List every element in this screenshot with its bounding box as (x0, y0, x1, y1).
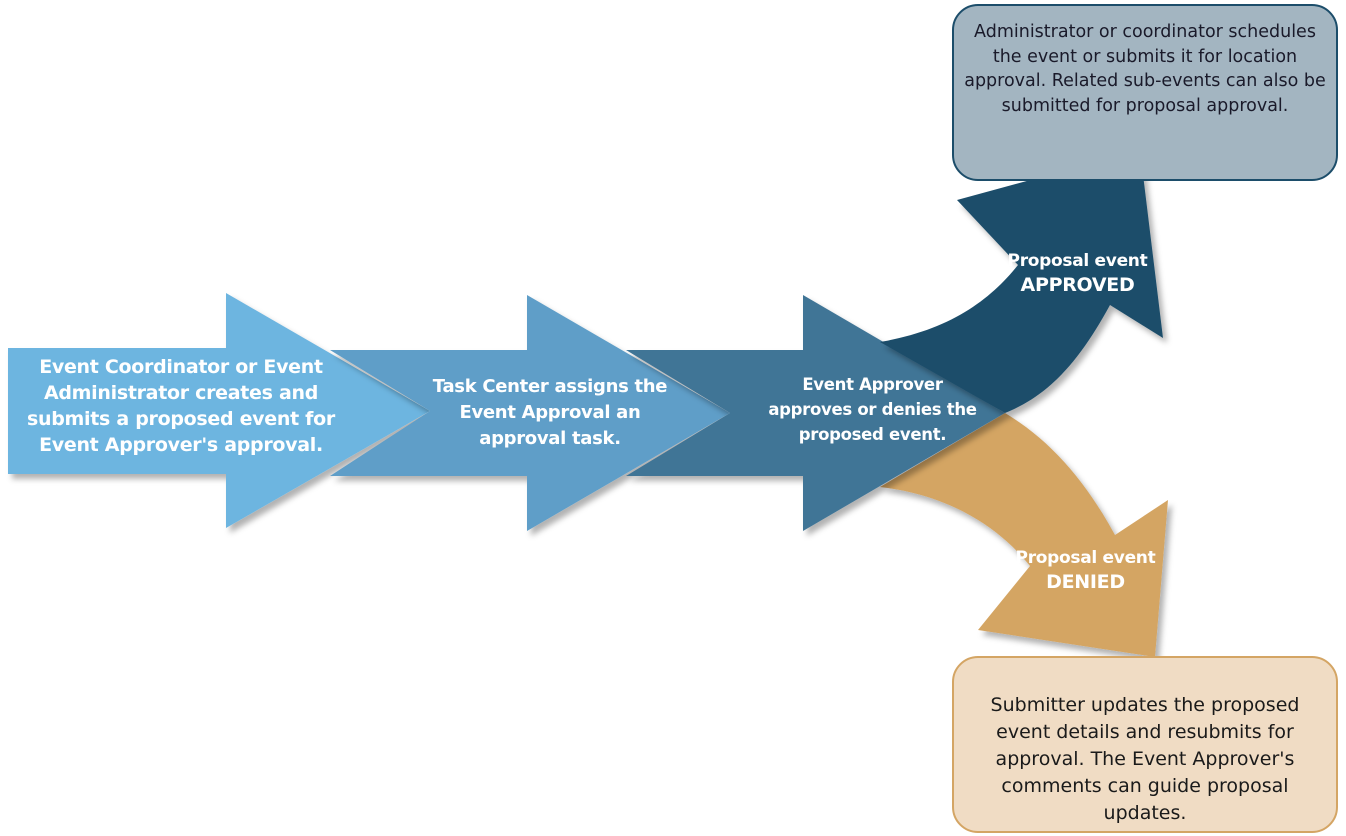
denied-line1: Proposal event (1015, 548, 1156, 568)
denied-outcome-box: Submitter updates the proposed event det… (952, 656, 1338, 833)
step1-label: Event Coordinator or Event Administrator… (27, 356, 335, 456)
approved-outcome-box: Administrator or coordinator schedules t… (952, 4, 1338, 181)
step1-arrow (8, 293, 430, 528)
denied-label: Proposal event DENIED (998, 546, 1173, 594)
step3-arrow (626, 295, 1005, 531)
approved-arrow (880, 150, 1163, 413)
approved-line2: APPROVED (1020, 274, 1135, 296)
step2-arrow (330, 295, 730, 531)
step3-label: Event Approver approves or denies the pr… (768, 375, 977, 444)
denied-line2: DENIED (1046, 571, 1125, 593)
step2-label: Task Center assigns the Event Approval a… (432, 376, 668, 449)
denied-arrow (880, 413, 1168, 657)
approved-label: Proposal event APPROVED (990, 249, 1165, 297)
approved-line1: Proposal event (1007, 251, 1148, 271)
